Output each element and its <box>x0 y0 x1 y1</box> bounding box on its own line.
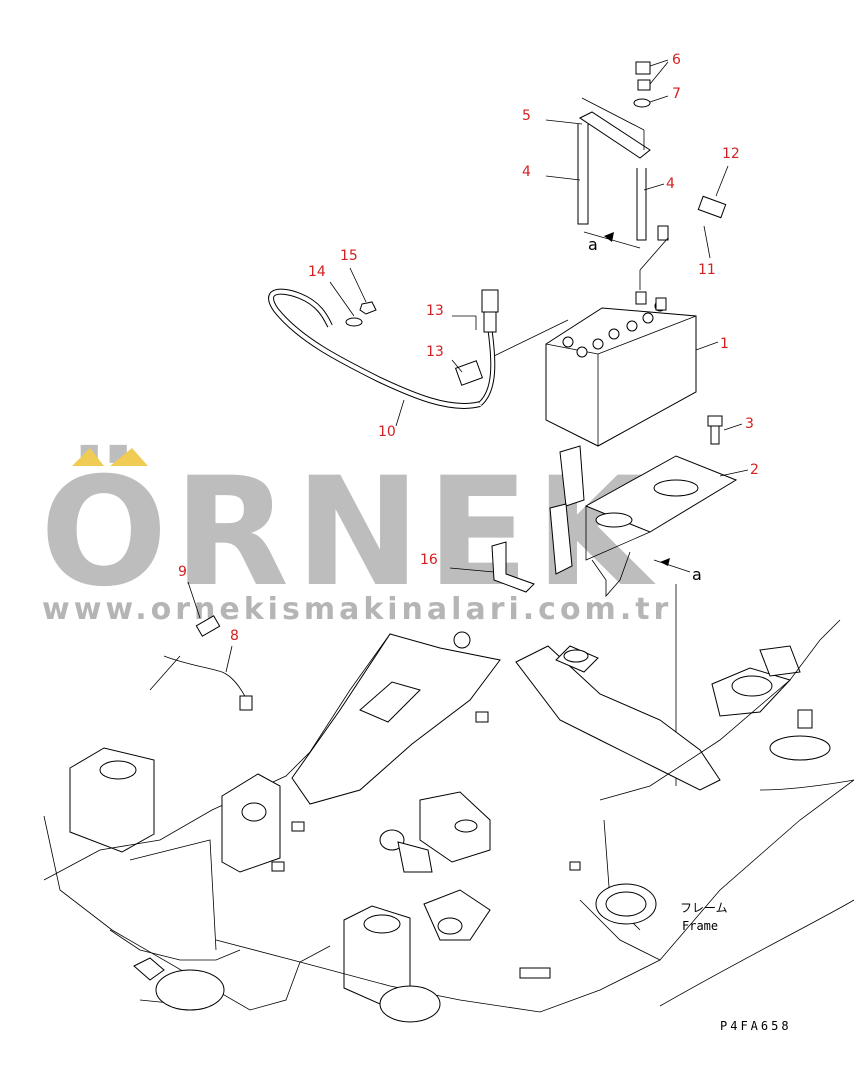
callout-4a: 4 <box>522 164 531 180</box>
view-marker-upper: a <box>588 235 598 254</box>
callout-6: 6 <box>672 52 681 68</box>
cable-10 <box>268 288 569 409</box>
callout-3: 3 <box>745 416 754 432</box>
drawing-code: P4FA658 <box>720 1019 792 1033</box>
watermark-brand: ÖRNEK <box>40 444 657 620</box>
view-marker-lower: a <box>692 565 702 584</box>
callout-1: 1 <box>720 336 729 352</box>
callout-13a: 13 <box>426 303 444 319</box>
callout-10: 10 <box>378 424 396 440</box>
bolt-3 <box>707 415 723 445</box>
callout-labels: 1 2 3 4 4 5 6 7 8 9 10 11 12 13 13 14 15… <box>178 52 759 644</box>
callout-13b: 13 <box>426 344 444 360</box>
battery-hold-down <box>577 61 651 249</box>
battery <box>545 291 697 447</box>
callout-7: 7 <box>672 86 681 102</box>
callout-2: 2 <box>750 462 759 478</box>
frame-label-en: Frame <box>682 919 718 933</box>
watermark: ÖRNEK www.ornekismakinalari.com.tr <box>40 444 672 627</box>
callout-5: 5 <box>522 108 531 124</box>
watermark-accent-left <box>72 448 104 466</box>
callout-8: 8 <box>230 628 239 644</box>
machine-frame <box>43 619 854 1023</box>
callout-11: 11 <box>698 262 716 278</box>
frame-label-jp: フレーム <box>680 901 728 915</box>
wire-8 <box>163 615 253 711</box>
cable-11 <box>639 195 743 290</box>
callout-14: 14 <box>308 264 326 280</box>
leader-lines <box>149 59 749 691</box>
callout-12: 12 <box>722 146 740 162</box>
bracket-16 <box>491 541 535 593</box>
watermark-url: www.ornekismakinalari.com.tr <box>42 592 672 627</box>
callout-4b: 4 <box>666 176 675 192</box>
callout-9: 9 <box>178 564 187 580</box>
callout-16: 16 <box>420 552 438 568</box>
callout-15: 15 <box>340 248 358 264</box>
watermark-accent-right <box>110 448 148 466</box>
battery-tray <box>549 445 738 598</box>
